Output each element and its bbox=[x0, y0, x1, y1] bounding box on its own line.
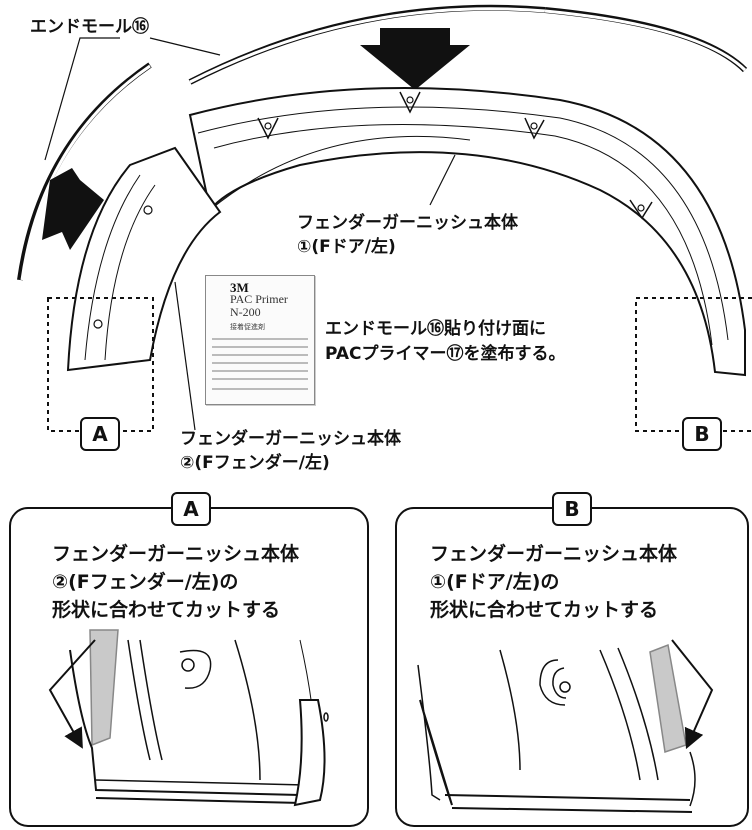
instruction-line-1: エンドモール⑯貼り付け面に bbox=[325, 319, 546, 339]
end-mold-strip bbox=[17, 4, 748, 281]
left-press-arrow bbox=[42, 168, 104, 250]
panel-b-line-2: ①(Fドア/左)の bbox=[430, 571, 560, 593]
panel-b-badge: B bbox=[552, 492, 592, 526]
garnish-body-2-part: ②(Fフェンダー/左) bbox=[180, 453, 330, 473]
end-mold-label: エンドモール⑯ bbox=[30, 17, 149, 37]
fine-print-line bbox=[212, 378, 308, 380]
garnish-body-1-label: フェンダーガーニッシュ本体 bbox=[297, 213, 518, 233]
product-type: 接着促進剤 bbox=[230, 323, 265, 331]
pac-primer-product: 3M PAC Primer N-200 接着促進剤 bbox=[205, 275, 315, 405]
panel-a-line-2: ②(Fフェンダー/左)の bbox=[52, 571, 239, 593]
top-press-arrow bbox=[360, 28, 470, 90]
panel-a-line-1: フェンダーガーニッシュ本体 bbox=[52, 543, 300, 565]
garnish-body-2-label: フェンダーガーニッシュ本体 bbox=[180, 429, 401, 449]
product-brand: 3M bbox=[230, 280, 249, 295]
garnish-body-1 bbox=[188, 87, 746, 377]
panel-a-line-3: 形状に合わせてカットする bbox=[52, 599, 281, 621]
product-name: PAC Primer bbox=[230, 292, 288, 306]
fine-print-line bbox=[212, 362, 308, 364]
fine-print-line bbox=[212, 354, 308, 356]
product-code: N-200 bbox=[230, 305, 261, 319]
instruction-line-2: PACプライマー⑰を塗布する。 bbox=[325, 344, 566, 364]
callout-a-badge: A bbox=[80, 417, 120, 451]
panel-b-line-1: フェンダーガーニッシュ本体 bbox=[430, 543, 678, 565]
garnish-body-1-part: ①(Fドア/左) bbox=[297, 237, 396, 257]
fine-print-line bbox=[212, 338, 308, 340]
fine-print-line bbox=[212, 346, 308, 348]
panel-b-drawing bbox=[417, 643, 696, 813]
end-mold-leader bbox=[44, 37, 120, 161]
panel-b-line-3: 形状に合わせてカットする bbox=[430, 599, 659, 621]
fine-print-line bbox=[212, 370, 308, 372]
panel-b-arrow bbox=[671, 639, 714, 750]
panel-a-badge: A bbox=[171, 492, 211, 526]
fine-print-line bbox=[212, 388, 308, 390]
panel-a-arrow bbox=[48, 639, 96, 749]
garnish-body-2 bbox=[66, 146, 222, 372]
panel-a-drawing bbox=[69, 629, 329, 807]
callout-b-badge: B bbox=[682, 417, 722, 451]
